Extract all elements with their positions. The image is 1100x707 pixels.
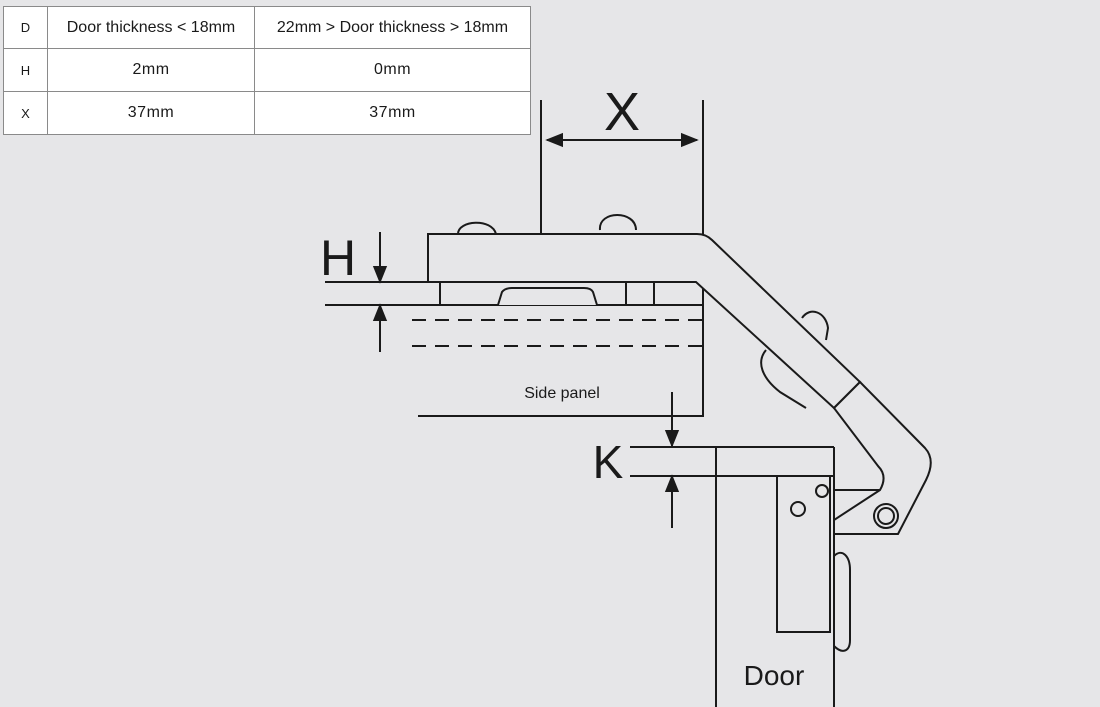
table-cell: 37mm — [47, 91, 255, 135]
table-header-row: D Door thickness < 18mm 22mm > Door thic… — [3, 6, 531, 49]
table-cell: 0mm — [254, 48, 531, 92]
table-header-col1: Door thickness < 18mm — [47, 6, 255, 49]
label-x: X — [604, 82, 640, 142]
label-k: K — [593, 436, 624, 488]
table-cell: 37mm — [254, 91, 531, 135]
table-row: H 2mm 0mm — [3, 48, 531, 92]
k-dimension: K — [593, 392, 834, 528]
table-row: X 37mm 37mm — [3, 91, 531, 135]
table-cell: 2mm — [47, 48, 255, 92]
door: Door — [715, 447, 851, 707]
spec-table: D Door thickness < 18mm 22mm > Door thic… — [3, 6, 531, 135]
table-header-key: D — [3, 6, 48, 49]
label-h: H — [320, 230, 356, 286]
hinge-body — [427, 214, 932, 535]
table-row-key: X — [3, 91, 48, 135]
label-door: Door — [744, 660, 805, 691]
table-header-col2: 22mm > Door thickness > 18mm — [254, 6, 531, 49]
label-side-panel: Side panel — [524, 385, 600, 402]
side-panel: Side panel — [412, 319, 703, 417]
